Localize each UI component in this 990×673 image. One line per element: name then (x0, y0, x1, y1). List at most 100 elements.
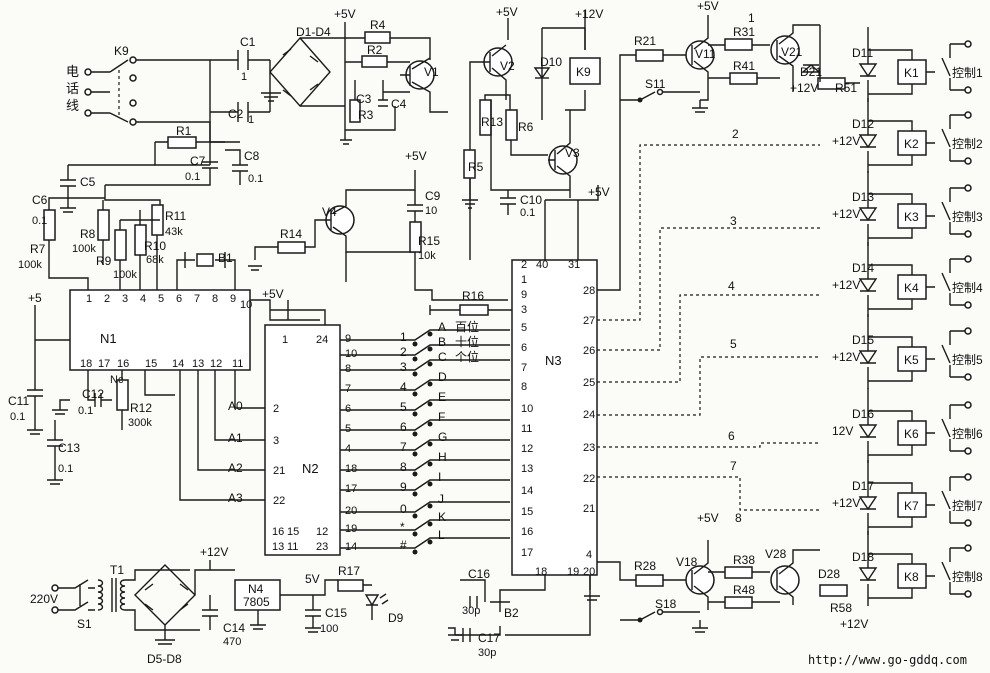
d9-label: D9 (388, 611, 404, 625)
n2-pin-15: 15 (287, 526, 299, 538)
plus5v-v18-label: +5V (697, 511, 719, 525)
n3-pin-20: 20 (583, 566, 595, 578)
relay-terminal-b-5 (964, 373, 972, 381)
n3-pin-left-10: 10 (521, 403, 533, 415)
n3-pin-31: 31 (568, 259, 580, 271)
c1-label: C1 (240, 35, 256, 49)
digit-name-0: 百位 (455, 319, 479, 334)
v28-label: V28 (765, 547, 787, 561)
n1-pin-bottom-15: 15 (145, 358, 157, 370)
b1-label: B1 (218, 251, 233, 265)
c11-label: C11 (8, 394, 29, 408)
relay-supply-6: 12V (832, 424, 853, 438)
key-letter-K: K (438, 510, 446, 524)
diode-d14: D14 (852, 261, 874, 275)
key-contact-b-4 (427, 401, 433, 407)
relay-terminal-a-2 (964, 111, 972, 119)
n3-pin-right-21: 21 (583, 503, 595, 515)
n2-pin24: 24 (316, 334, 328, 346)
c3-label: C3 (356, 92, 372, 106)
r16-label: R16 (462, 289, 484, 303)
key-contact-8 (412, 491, 418, 497)
source-url: http://www.go-gddq.com (808, 653, 967, 667)
relay-terminal-a-3 (964, 184, 972, 192)
relay-terminal-b-2 (964, 157, 972, 165)
n2-out-pin-9: 9 (345, 333, 351, 345)
relay-contact-wiring-7 (868, 476, 965, 528)
r31-label: R31 (733, 25, 755, 39)
n3-pin-left-5: 5 (521, 322, 527, 334)
n2-out-pin-14: 14 (345, 541, 357, 553)
n4-label: N4 (248, 582, 264, 596)
c6-label: C6 (32, 193, 48, 207)
n2-out-pin-7: 7 (345, 383, 351, 395)
relay-k5: K5 (904, 353, 919, 367)
r15-value: 10k (418, 250, 436, 262)
relay-terminal-a-6 (964, 401, 972, 409)
n3-pin-left-6: 6 (521, 342, 527, 354)
keypad-lines (340, 329, 510, 549)
n3-pin-right-23: 23 (583, 442, 595, 454)
key-contact-b-1 (427, 346, 433, 352)
n1-label: N1 (100, 331, 117, 346)
control-output-3: 控制3 (952, 210, 983, 224)
channel-number-3: 3 (730, 214, 737, 228)
relay-contact-wiring-5 (868, 330, 965, 382)
n3-pin-4: 4 (586, 549, 592, 561)
relay-k8: K8 (904, 570, 919, 584)
c17-value: 30p (478, 647, 496, 659)
r14-label: R14 (280, 227, 302, 241)
key-letter-I: I (438, 470, 441, 484)
phone-line-char-2: 话 (66, 81, 79, 96)
plus5-n1-label: +5 (28, 291, 42, 305)
c12-value: 0.1 (78, 405, 93, 417)
c9-label: C9 (425, 189, 441, 203)
r10-value: 68k (146, 254, 164, 266)
key-contact-b-7 (427, 461, 433, 467)
key-contact-7 (412, 471, 418, 477)
key-letter-D: D (438, 370, 447, 384)
c14-label: C14 (223, 621, 245, 635)
key-2: 2 (400, 345, 407, 359)
key-contact-2 (412, 371, 418, 377)
plus12v-psu-label: +12V (200, 545, 228, 559)
key-letter-J: J (438, 492, 444, 506)
v21-label: V21 (781, 45, 803, 59)
key-contact-5 (412, 431, 418, 437)
key-contact-9 (412, 513, 418, 519)
c6-value: 0.1 (32, 215, 47, 227)
n1-pin-bottom-12: 12 (210, 358, 222, 370)
n1-pin-bottom-11: 11 (232, 358, 243, 370)
nc-label: Nc (110, 374, 124, 386)
c4-label: C4 (391, 97, 407, 111)
n2-label: N2 (302, 461, 319, 476)
n1-pin-top-8: 8 (212, 293, 218, 305)
n2-pin-13: 13 (272, 541, 284, 553)
c16-value: 30p (462, 605, 480, 617)
k9-switch-label: K9 (114, 44, 129, 58)
n3-pin-left-3: 3 (521, 304, 527, 316)
key-contact-1 (412, 356, 418, 362)
r10-label: R10 (144, 239, 166, 253)
control-output-2: 控制2 (952, 137, 983, 151)
channel-number-4: 4 (728, 279, 735, 293)
key-contact-b-0 (427, 331, 433, 337)
relay-terminal-b-1 (964, 86, 972, 94)
key-contact-3 (412, 391, 418, 397)
control-output-5: 控制5 (952, 353, 983, 367)
relay-terminal-b-3 (964, 230, 972, 238)
diode-symbol-3 (858, 171, 878, 246)
c13-label: C13 (58, 441, 80, 455)
relay-contact-wiring-3 (868, 187, 965, 239)
diode-d11: D11 (852, 46, 873, 60)
relay-supply-4: +12V (832, 278, 860, 292)
diode-symbol-6 (858, 388, 878, 463)
key-3: 3 (400, 360, 407, 374)
control-output-4: 控制4 (952, 281, 983, 295)
digit-name-2: 个位 (455, 349, 479, 364)
key-9: 9 (400, 480, 407, 494)
n1-pin-top-6: 6 (176, 293, 182, 305)
n2-in-pin-22: 22 (273, 495, 285, 507)
c17-label: C17 (478, 631, 500, 645)
